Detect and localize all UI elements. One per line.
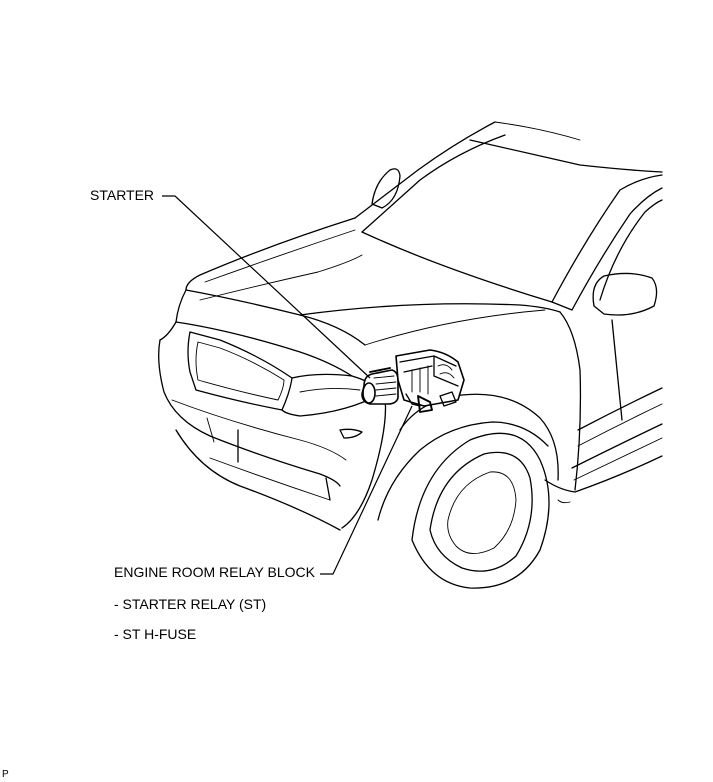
starter-label: STARTER <box>90 187 155 203</box>
st-fuse-label: - ST H-FUSE <box>114 626 197 642</box>
vehicle-body <box>158 121 663 589</box>
relay-block-part <box>395 349 465 413</box>
starter-leader-line <box>162 195 371 379</box>
starter-relay-label: - STARTER RELAY (ST) <box>114 596 267 612</box>
relay-block-leader-line <box>320 405 413 575</box>
starter-part <box>361 367 399 405</box>
corner-mark: P <box>2 769 9 780</box>
relay-block-label: ENGINE ROOM RELAY BLOCK <box>114 564 315 580</box>
